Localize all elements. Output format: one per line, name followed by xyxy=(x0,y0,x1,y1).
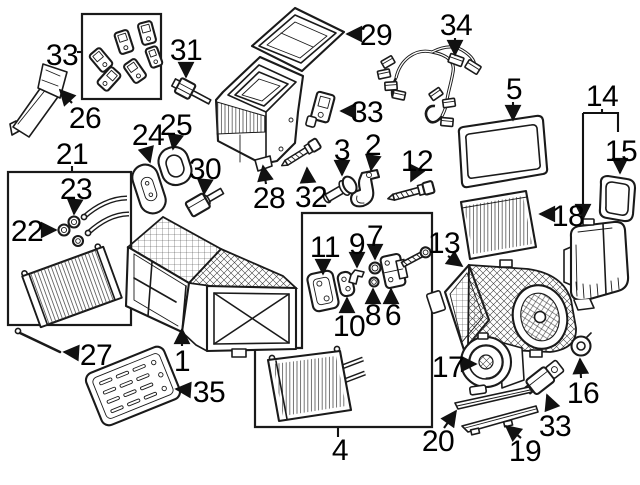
callout-33b[interactable]: 33 xyxy=(351,96,384,129)
part-12-screw-drawing xyxy=(387,180,436,201)
callout-15[interactable]: 15 xyxy=(605,135,638,168)
part-24-pad-drawing xyxy=(131,163,167,215)
callout-26[interactable]: 26 xyxy=(69,102,102,135)
callout-4[interactable]: 4 xyxy=(332,434,349,467)
callout-20[interactable]: 20 xyxy=(422,425,455,458)
callout-10[interactable]: 10 xyxy=(333,310,366,343)
part-6-expansion-valve-drawing xyxy=(379,246,432,290)
callout-6[interactable]: 6 xyxy=(385,299,402,332)
callout-8[interactable]: 8 xyxy=(365,299,382,332)
part-32-screw-drawing xyxy=(280,137,322,167)
part-21-heater-core-group-drawing xyxy=(21,195,130,329)
part-30-sensor-drawing xyxy=(184,187,225,218)
callout-21[interactable]: 21 xyxy=(56,138,89,171)
part-15-seal-drawing xyxy=(598,174,637,223)
part-6-bolt-drawing xyxy=(400,246,432,268)
part-3-grommet-drawing xyxy=(322,175,358,204)
part-1-heater-box-drawing xyxy=(124,215,299,358)
callout-18[interactable]: 18 xyxy=(552,200,585,233)
part-34-wiring-harness-drawing xyxy=(376,45,482,128)
part-35-grille-drawing xyxy=(84,345,182,427)
callout-25[interactable]: 25 xyxy=(160,109,193,142)
part-17-blower-motor-drawing xyxy=(459,332,525,396)
callout-16[interactable]: 16 xyxy=(567,377,600,410)
callout-19[interactable]: 19 xyxy=(509,435,542,468)
callout-labels: 33 26 31 29 34 33 5 14 15 24 25 21 30 2 … xyxy=(11,9,638,468)
part-14-housing-drawing xyxy=(563,218,630,311)
callout-27[interactable]: 27 xyxy=(80,339,113,372)
callout-3[interactable]: 3 xyxy=(334,134,351,167)
part-4-evaporator-drawing xyxy=(266,345,366,423)
callout-35[interactable]: 35 xyxy=(193,376,226,409)
callout-24[interactable]: 24 xyxy=(132,119,165,152)
heater-core-drawing xyxy=(21,243,123,329)
callout-33c[interactable]: 33 xyxy=(539,410,572,443)
callout-32[interactable]: 32 xyxy=(295,181,328,214)
callout-34[interactable]: 34 xyxy=(440,9,473,42)
part-7-oring-drawing xyxy=(368,261,382,275)
callout-33a[interactable]: 33 xyxy=(46,39,79,72)
part-9-clip-drawing xyxy=(348,269,365,285)
part-23-oring-drawing xyxy=(67,215,81,229)
callout-5[interactable]: 5 xyxy=(506,73,523,106)
part-33-sensor-clips-drawing xyxy=(88,20,164,92)
callout-22[interactable]: 22 xyxy=(11,215,44,248)
callout-12[interactable]: 12 xyxy=(401,145,434,178)
part-18-filter-drawing xyxy=(459,189,538,261)
callout-30[interactable]: 30 xyxy=(189,153,222,186)
part-2-bracket-drawing xyxy=(349,168,381,208)
part-28-housing-drawing xyxy=(214,55,305,172)
part-25-seal-drawing xyxy=(157,145,193,187)
box-4-evaporator xyxy=(253,211,434,429)
callout-17[interactable]: 17 xyxy=(432,351,465,384)
callout-9[interactable]: 9 xyxy=(349,228,366,261)
callout-31[interactable]: 31 xyxy=(170,34,203,67)
part-31-sensor-drawing xyxy=(170,77,212,105)
callout-29[interactable]: 29 xyxy=(360,19,393,52)
callout-1[interactable]: 1 xyxy=(174,345,191,378)
part-19-strip-drawing xyxy=(461,405,539,436)
part-33-sensor-middle-drawing xyxy=(305,90,336,128)
part-5-seal-drawing xyxy=(457,114,549,189)
callout-11[interactable]: 11 xyxy=(310,231,341,264)
callout-7[interactable]: 7 xyxy=(367,220,384,253)
part-20-strip-drawing xyxy=(454,386,533,410)
callout-23[interactable]: 23 xyxy=(60,173,93,206)
callout-2[interactable]: 2 xyxy=(365,129,382,162)
part-8-oring-drawing xyxy=(368,276,380,288)
callout-arrows xyxy=(40,25,629,443)
callout-13[interactable]: 13 xyxy=(428,227,461,260)
callout-14[interactable]: 14 xyxy=(586,80,619,113)
callout-28[interactable]: 28 xyxy=(253,182,286,215)
part-26-duct-drawing xyxy=(9,63,68,138)
part-27-rod-drawing xyxy=(14,327,62,354)
part-16-clip-drawing xyxy=(570,332,592,357)
part-11-plate-drawing xyxy=(306,269,340,313)
part-29-cover-drawing xyxy=(250,6,346,73)
part-22-oring-drawing xyxy=(57,223,71,237)
